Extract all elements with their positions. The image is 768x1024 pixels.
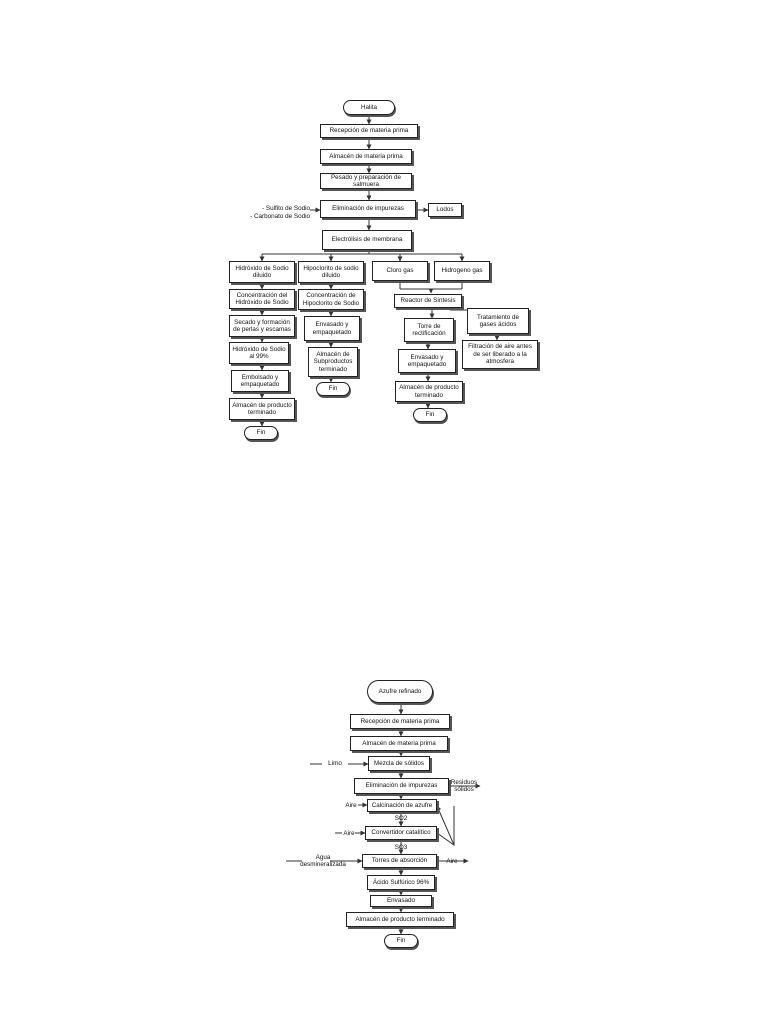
aditivos-label: - Sulfito de Sodio - Carbonato de Sodio [246,200,310,220]
naoh-secado: Secado y formación de perlas y escamas [229,315,295,337]
start-terminal-halita: Halita [343,100,395,115]
naoh-almacen: Almacén de producto terminado [229,398,295,420]
naoh-diluido: Hidróxido de Sodio diluido [229,261,295,283]
step-torres-absorcion: Torres de absorción [362,854,437,868]
input-agua: Agua desmineralizada [300,853,346,868]
start-terminal-azufre: Azufre refinado [367,680,433,703]
input-aire-1: Aire [345,801,357,809]
step-recepcion-2: Recepción de materia prima [350,714,450,729]
aditivo-sulfito: - Sulfito de Sodio [262,205,310,213]
naclo-end-terminal: Fin [316,382,350,396]
reactor-sintesis: Reactor de Síntesis [394,294,462,308]
input-aire-2: Aire [343,829,355,837]
naclo-diluido: Hipoclorito de sodio diluido [298,261,364,283]
torre-rectificacion: Torre de rectificación [404,318,454,342]
input-limo: Limo [328,760,342,768]
naclo-envasado: Envasado y empaquetado [304,316,360,341]
hidrogeno-gas: Hidrogeno gas [434,261,490,281]
naoh-embolsado: Embolsado y empaquetado [231,370,289,392]
naoh-end-terminal: Fin [244,426,278,440]
output-aire-3: Aire [446,857,458,865]
step-pesado-salmuera: Pesado y preparación de salmuera [320,173,412,189]
tratamiento-gases: Tratamiento de gases ácidos [467,308,529,334]
step-almacen-materia-prima: Almacén de materia prima [320,149,412,164]
step-eliminacion-2: Eliminación de impurezas [354,778,449,794]
naoh-99: Hidróxido de Sodio al 99% [229,342,289,364]
step-almacen-producto: Almacén de producto terminado [346,912,454,927]
naclo-almacen-subproductos: Almacén de Subproductos terminado [308,347,358,377]
naclo-concentracion: Concentración de Hipoclorito de Sodio [298,289,364,310]
step-calcinacion: Calcinación de azufre [367,799,437,812]
filtracion-aire: Filtración de aire antes de ser liberado… [462,340,538,369]
step-convertidor: Convertidor catalítico [365,826,437,840]
step-envasado: Envasado [370,895,432,907]
step-eliminacion-impurezas: Eliminación de impurezas [320,200,416,218]
step-recepcion: Recepción de materia prima [320,124,418,138]
hcl-envasado: Envasado y empaquetado [398,349,456,373]
step-mezcla-solidos: Mezcla de sólidos [368,756,430,771]
step-almacen-materia-prima-2: Almacén de materia prima [350,736,448,751]
cloro-gas: Cloro gas [372,261,428,281]
end-terminal-2: Fin [384,934,418,948]
output-lodos: Lodos [428,203,462,217]
label-so3: SO3 [394,843,408,851]
aditivo-carbonato: - Carbonato de Sodio [250,212,310,220]
step-electrolisis: Electrólisis de membrana [322,230,412,250]
naoh-concentracion: Concentración del Hidróxido de Sodio [229,289,295,309]
hcl-almacen: Almacén de producto terminado [395,381,463,402]
label-so2: SO2 [394,814,408,822]
output-residuos: Residuos sólidos [450,778,478,793]
step-acido-sulfurico: Ácido Sulfúrico 96% [367,875,435,890]
hcl-end-terminal: Fin [413,408,447,422]
